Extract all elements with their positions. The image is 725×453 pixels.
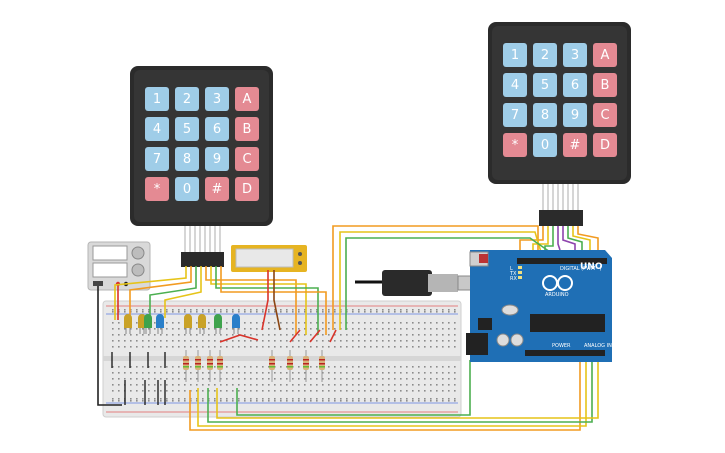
wire[interactable] bbox=[345, 237, 551, 330]
wire[interactable] bbox=[215, 266, 319, 335]
knob-icon[interactable] bbox=[131, 246, 145, 260]
knob-icon[interactable] bbox=[131, 263, 145, 277]
wire[interactable] bbox=[261, 270, 269, 331]
wire[interactable] bbox=[273, 270, 281, 331]
resistor[interactable] bbox=[183, 350, 189, 382]
resistor[interactable] bbox=[217, 350, 223, 382]
wire[interactable] bbox=[544, 226, 554, 252]
keypad-right-connector[interactable] bbox=[539, 210, 583, 226]
led[interactable] bbox=[144, 314, 152, 334]
led-group[interactable] bbox=[124, 314, 240, 334]
ground-jumpers[interactable] bbox=[111, 352, 166, 405]
led[interactable] bbox=[184, 314, 192, 334]
wire[interactable] bbox=[289, 329, 301, 343]
wire[interactable] bbox=[577, 226, 599, 252]
resistor[interactable] bbox=[303, 350, 309, 382]
wire[interactable] bbox=[219, 334, 259, 343]
led[interactable] bbox=[214, 314, 222, 334]
lcd-module[interactable] bbox=[231, 245, 307, 272]
led[interactable] bbox=[232, 314, 240, 334]
wire[interactable] bbox=[210, 266, 307, 335]
wire[interactable] bbox=[207, 360, 593, 423]
wire[interactable] bbox=[332, 225, 539, 330]
wire[interactable] bbox=[339, 231, 542, 330]
led[interactable] bbox=[198, 314, 206, 334]
arduino-uno[interactable] bbox=[466, 250, 612, 362]
wire[interactable] bbox=[197, 360, 587, 427]
usb-cable[interactable] bbox=[355, 270, 485, 296]
wire[interactable] bbox=[557, 226, 561, 251]
keypad-right[interactable] bbox=[488, 22, 631, 226]
led[interactable] bbox=[124, 314, 132, 334]
resistor[interactable] bbox=[269, 350, 275, 382]
wire[interactable] bbox=[129, 266, 192, 318]
keypad-left-pins bbox=[184, 226, 221, 254]
resistor[interactable] bbox=[195, 350, 201, 382]
wire[interactable] bbox=[216, 360, 599, 419]
wire[interactable] bbox=[205, 266, 297, 335]
wire[interactable] bbox=[164, 266, 202, 318]
wire[interactable] bbox=[329, 329, 337, 343]
wire[interactable] bbox=[567, 226, 583, 252]
reset-button[interactable] bbox=[479, 254, 488, 263]
keypad-left-connector[interactable] bbox=[181, 252, 224, 267]
resistor[interactable] bbox=[319, 350, 325, 382]
wire[interactable] bbox=[189, 360, 581, 431]
wire[interactable] bbox=[309, 329, 321, 343]
keypad-left[interactable] bbox=[130, 66, 273, 267]
resistor-group[interactable] bbox=[183, 350, 325, 382]
wire[interactable] bbox=[114, 266, 187, 320]
wire[interactable] bbox=[97, 286, 122, 406]
keypad-right-pins bbox=[542, 184, 579, 212]
wire[interactable] bbox=[236, 360, 471, 416]
wires[interactable] bbox=[97, 225, 599, 431]
wire[interactable] bbox=[149, 266, 197, 318]
wire[interactable] bbox=[562, 226, 576, 252]
resistor[interactable] bbox=[207, 350, 213, 382]
wire[interactable] bbox=[572, 226, 591, 252]
resistor[interactable] bbox=[287, 350, 293, 382]
wire[interactable] bbox=[532, 226, 549, 252]
led[interactable] bbox=[156, 314, 164, 334]
power-supply-module[interactable] bbox=[87, 241, 151, 291]
